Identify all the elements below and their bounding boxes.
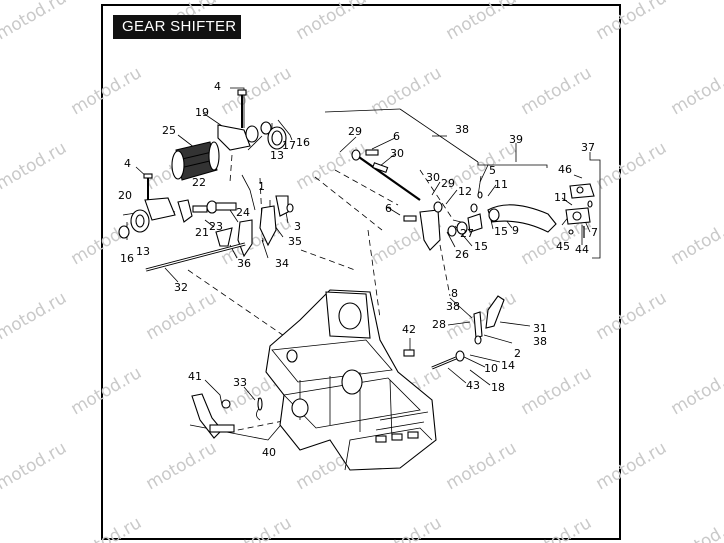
watermark-text: motod.ru [143,288,221,344]
callout-13a: 13 [270,149,284,162]
callout-11a: 11 [494,178,508,191]
watermark-text: motod.ru [0,438,70,494]
watermark-text: motod.ru [518,63,596,119]
callout-38a: 38 [455,123,469,136]
callout-19: 19 [195,106,209,119]
callout-14: 14 [501,359,515,372]
watermark-text: motod.ru [668,513,724,543]
callout-16a: 16 [296,136,310,149]
callout-6a: 6 [393,130,400,143]
callout-27: 27 [460,227,474,240]
diagram-title: GEAR SHIFTER [113,15,241,39]
watermark-text: motod.ru [0,138,70,194]
callout-4b: 4 [124,157,131,170]
callout-38c: 38 [533,335,547,348]
callout-43: 43 [466,379,480,392]
callout-8: 8 [451,287,458,300]
callout-30b: 30 [426,171,440,184]
callout-15a: 15 [474,240,488,253]
watermark-text: motod.ru [593,138,671,194]
callout-5: 5 [489,164,496,177]
watermark-text: motod.ru [218,513,296,543]
callout-39: 39 [509,133,523,146]
callout-15b: 15 [494,225,508,238]
watermark-text: motod.ru [518,363,596,419]
callout-23: 23 [209,220,223,233]
watermark-text: motod.ru [593,438,671,494]
callout-31: 31 [533,322,547,335]
callout-3: 3 [294,220,301,233]
watermark-text: motod.ru [593,288,671,344]
callout-12: 12 [458,185,472,198]
transmission-housing [265,289,437,471]
watermark-text: motod.ru [368,513,446,543]
callout-9: 9 [512,224,519,237]
callout-29a: 29 [348,125,362,138]
watermark-text: motod.ru [68,513,146,543]
callout-33: 33 [233,376,247,389]
callout-35: 35 [288,235,302,248]
callout-1: 1 [258,180,265,193]
callout-4a: 4 [214,80,221,93]
callout-42: 42 [402,323,416,336]
watermark-text: motod.ru [593,0,671,44]
watermark-text: motod.ru [668,363,724,419]
watermark-text: motod.ru [368,63,446,119]
callout-17: 17 [282,139,296,152]
callout-32: 32 [174,281,188,294]
callout-41: 41 [188,370,202,383]
callout-6b: 6 [385,202,392,215]
callout-18: 18 [491,381,505,394]
callout-20: 20 [118,189,132,202]
callout-44: 44 [575,243,589,256]
shifter-lever-assembly [403,295,505,370]
watermark-text: motod.ru [443,0,521,44]
callout-30a: 30 [390,147,404,160]
callout-10: 10 [484,362,498,375]
watermark-text: motod.ru [143,438,221,494]
callout-13b: 13 [136,245,150,258]
watermark-text: motod.ru [668,213,724,269]
callout-36: 36 [237,257,251,270]
callout-16b: 16 [120,252,134,265]
watermark-text: motod.ru [218,63,296,119]
lower-shift-lever-group [191,393,263,439]
callout-2: 2 [514,347,521,360]
callout-21: 21 [195,226,209,239]
callout-labels: 1 2 3 4 4 5 6 6 7 8 9 10 11 11 12 13 13 … [118,80,598,459]
watermark-text: motod.ru [68,63,146,119]
callout-38b: 38 [446,300,460,313]
watermark-text: motod.ru [0,0,70,44]
callout-24: 24 [236,206,250,219]
watermark-text: motod.ru [443,438,521,494]
callout-22: 22 [192,176,206,189]
watermark-text: motod.ru [518,513,596,543]
shifter-drum-assembly [118,89,294,272]
watermark-text: motod.ru [0,288,70,344]
callout-45: 45 [556,240,570,253]
watermark-text: motod.ru [293,0,371,44]
callout-46: 46 [558,163,572,176]
callout-40: 40 [262,446,276,459]
callout-37: 37 [581,141,595,154]
callout-25: 25 [162,124,176,137]
callout-11b: 11 [554,191,568,204]
shift-linkage-assembly [351,149,595,251]
callout-28: 28 [432,318,446,331]
callout-7: 7 [591,226,598,239]
callout-34: 34 [275,257,289,270]
watermark-text: motod.ru [68,363,146,419]
watermark-text: motod.ru [668,63,724,119]
callout-29b: 29 [441,177,455,190]
callout-26: 26 [455,248,469,261]
